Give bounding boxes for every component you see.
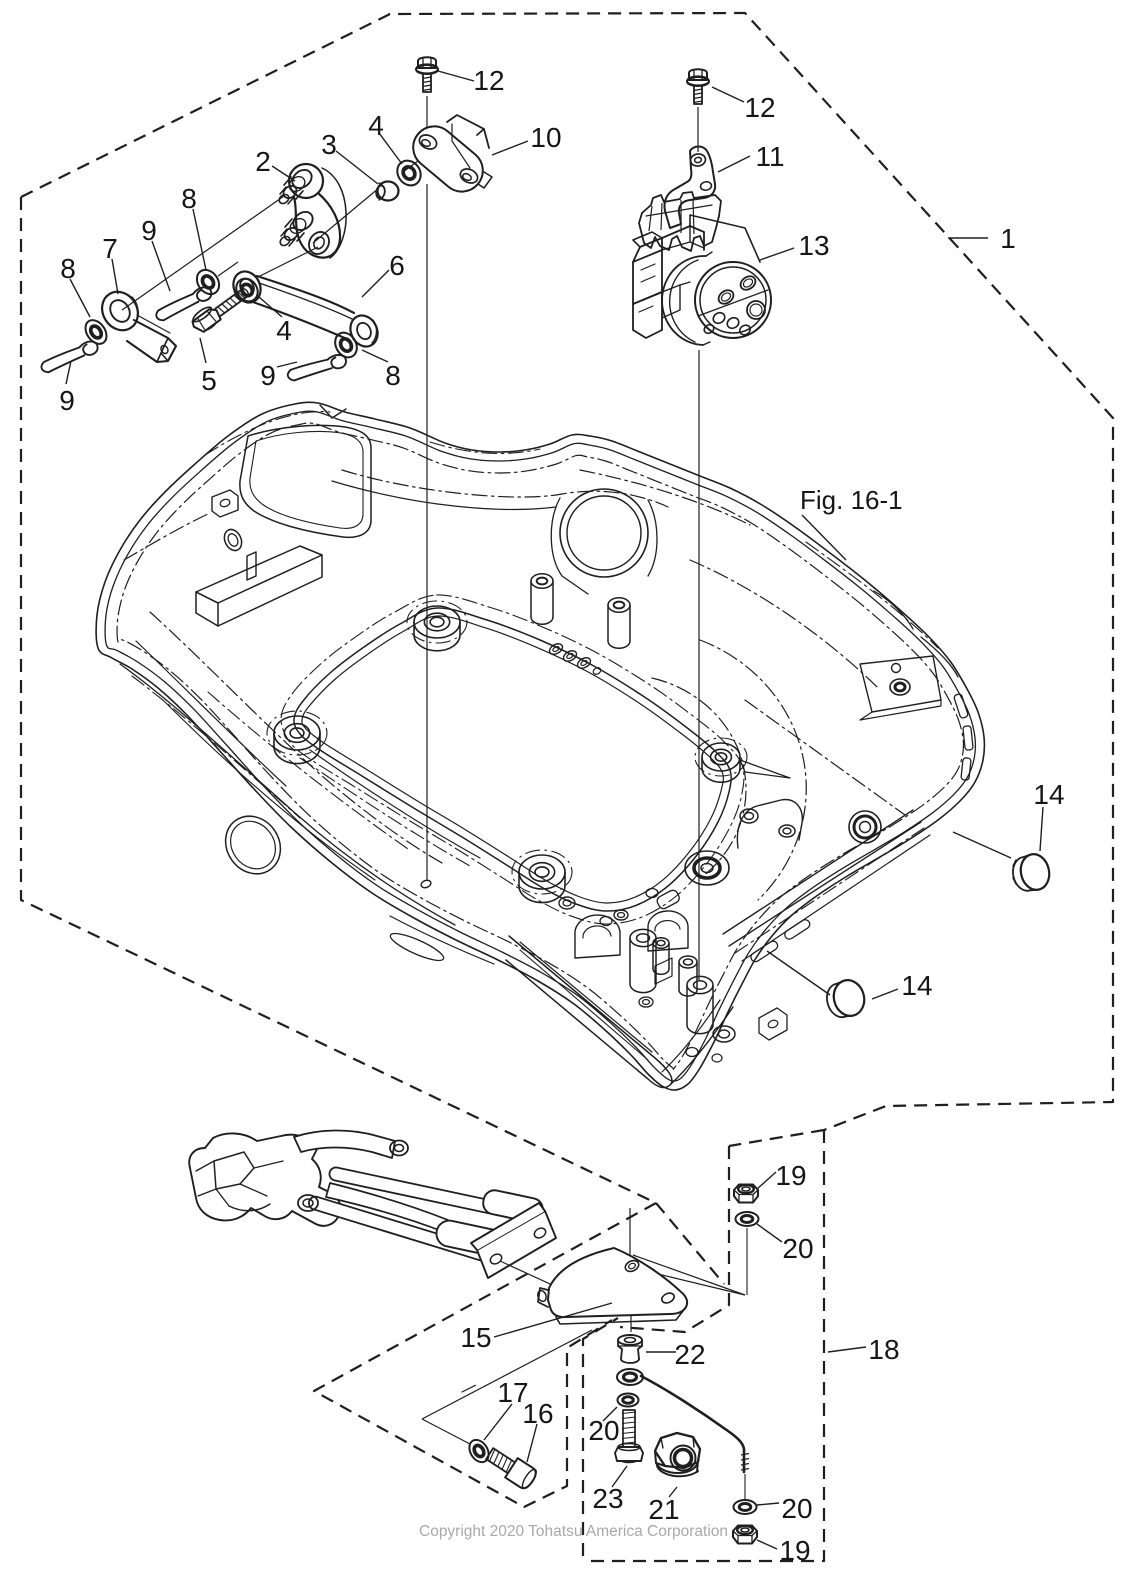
svg-text:4: 4 (276, 315, 292, 346)
svg-text:10: 10 (530, 122, 561, 153)
svg-text:11: 11 (755, 141, 784, 172)
svg-text:14: 14 (901, 970, 932, 1001)
svg-text:21: 21 (648, 1494, 679, 1525)
svg-text:19: 19 (779, 1535, 810, 1566)
svg-text:7: 7 (102, 233, 118, 264)
svg-text:4: 4 (368, 110, 384, 141)
svg-text:9: 9 (260, 360, 276, 391)
svg-text:23: 23 (592, 1483, 623, 1514)
svg-text:2: 2 (255, 146, 271, 177)
svg-text:15: 15 (460, 1322, 491, 1353)
svg-text:13: 13 (798, 230, 829, 261)
svg-text:18: 18 (868, 1334, 899, 1365)
svg-text:16: 16 (522, 1398, 553, 1429)
svg-text:6: 6 (389, 250, 405, 281)
svg-text:8: 8 (385, 360, 401, 391)
svg-text:Copyright 2020 Tohatsu America: Copyright 2020 Tohatsu America Corporati… (419, 1523, 728, 1540)
svg-text:9: 9 (141, 215, 157, 246)
svg-text:19: 19 (775, 1160, 806, 1191)
svg-text:8: 8 (181, 183, 197, 214)
svg-text:12: 12 (473, 65, 504, 96)
svg-text:3: 3 (321, 129, 337, 160)
svg-text:8: 8 (60, 253, 76, 284)
svg-text:17: 17 (497, 1377, 528, 1408)
svg-text:12: 12 (744, 92, 775, 123)
svg-text:5: 5 (201, 365, 217, 396)
svg-text:9: 9 (59, 385, 75, 416)
svg-text:20: 20 (781, 1493, 812, 1524)
svg-text:1: 1 (1000, 223, 1016, 254)
svg-text:20: 20 (588, 1415, 619, 1446)
svg-text:Fig. 16-1: Fig. 16-1 (800, 485, 903, 515)
svg-text:14: 14 (1033, 779, 1064, 810)
svg-text:22: 22 (674, 1339, 705, 1370)
svg-text:20: 20 (782, 1233, 813, 1264)
